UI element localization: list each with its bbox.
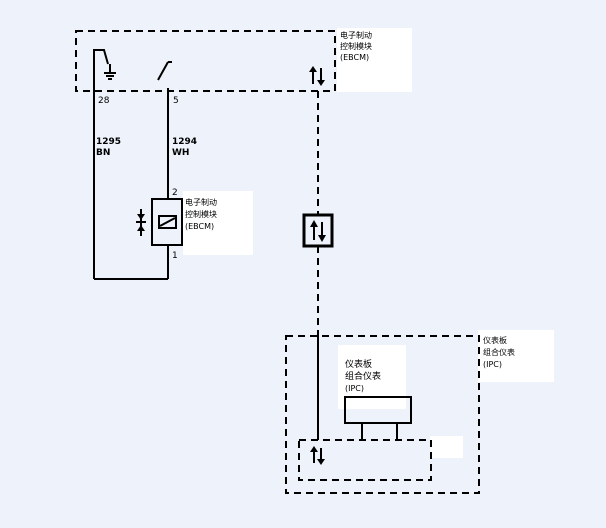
ipc-component-box: [344, 396, 412, 424]
ebcm-top-label-bg: [337, 28, 412, 92]
pin-2-label: 2: [172, 188, 178, 198]
sensor-box: [151, 198, 183, 246]
signal-switch-symbol: [157, 61, 172, 95]
sensor-arrows-icon: [136, 209, 146, 236]
ipc-inner-label-bg: [338, 345, 406, 409]
ipc-outer-line2: 组合仪表: [483, 347, 515, 357]
ebcm-top-line3: (EBCM): [340, 53, 369, 62]
ebcm-top-line1: 电子制动: [340, 30, 372, 40]
ipc-connector-label-bg: [430, 436, 463, 458]
wire-right-circuit: 1294: [172, 137, 197, 147]
wire-right-color: WH: [172, 148, 189, 158]
ipc-module-boundary: [285, 335, 480, 494]
ebcm-sensor-line1: 电子制动: [185, 197, 217, 207]
ipc-data-arrows-icon: [310, 446, 325, 465]
ipc-inner-line1: 仪表板: [345, 358, 372, 370]
ebcm-sensor-line3: (EBCM): [185, 222, 214, 231]
pin-5-label: 5: [173, 96, 179, 106]
ebcm-sensor-line2: 控制模块: [185, 209, 217, 219]
splice-arrows-icon: [310, 220, 326, 242]
pin-1-label: 1: [172, 251, 178, 261]
relay-coil-icon: [158, 215, 177, 229]
ipc-outer-label-bg: [478, 330, 554, 382]
ipc-inner-line3: (IPC): [345, 384, 364, 393]
ipc-connector-boundary: [298, 439, 432, 481]
ipc-inner-line2: 组合仪表: [345, 370, 381, 382]
wire-left-color: BN: [96, 148, 110, 158]
ebcm-module-boundary: [75, 30, 336, 92]
ground-switch-symbol: [93, 49, 116, 95]
data-splice-box: [302, 213, 334, 248]
wire-left-circuit: 1295: [96, 137, 121, 147]
pin-28-label: 28: [98, 96, 110, 106]
ebcm-sensor-label-bg: [183, 191, 253, 255]
ebcm-top-line2: 控制模块: [340, 41, 372, 51]
ipc-outer-line1: 仪表板: [483, 335, 507, 345]
ipc-outer-line3: (IPC): [483, 360, 502, 369]
ebcm-data-arrows-icon: [309, 66, 325, 86]
